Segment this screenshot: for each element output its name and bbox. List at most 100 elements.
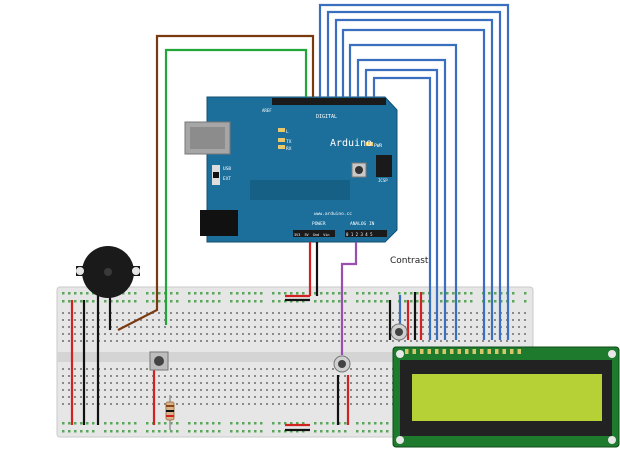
breadboard-hole (146, 382, 148, 384)
breadboard-hole (320, 326, 322, 328)
rail-hole (272, 300, 275, 303)
breadboard-hole (296, 368, 298, 370)
breadboard-hole (260, 326, 262, 328)
rail-hole (212, 292, 215, 295)
rail-hole (74, 422, 77, 425)
breadboard-hole (518, 333, 520, 335)
rail-hole (248, 430, 251, 433)
breadboard-hole (110, 375, 112, 377)
breadboard-hole (224, 319, 226, 321)
breadboard-hole (464, 333, 466, 335)
breadboard-hole (62, 396, 64, 398)
breadboard-hole (524, 333, 526, 335)
breadboard-hole (386, 382, 388, 384)
breadboard-hole (212, 333, 214, 335)
rail-hole (86, 430, 89, 433)
breadboard-hole (188, 389, 190, 391)
breadboard-hole (200, 396, 202, 398)
rail-hole (446, 300, 449, 303)
breadboard-hole (86, 403, 88, 405)
breadboard-hole (152, 326, 154, 328)
breadboard-hole (116, 333, 118, 335)
breadboard-hole (518, 319, 520, 321)
breadboard-hole (374, 368, 376, 370)
breadboard-hole (278, 382, 280, 384)
rail-hole (152, 292, 155, 295)
rail-hole (452, 292, 455, 295)
breadboard-hole (272, 319, 274, 321)
breadboard-hole (284, 382, 286, 384)
breadboard-hole (236, 333, 238, 335)
breadboard-hole (134, 396, 136, 398)
rail-hole (200, 422, 203, 425)
breadboard-hole (128, 319, 130, 321)
breadboard-hole (308, 326, 310, 328)
breadboard-hole (92, 403, 94, 405)
breadboard-hole (206, 319, 208, 321)
breadboard-hole (230, 319, 232, 321)
rail-hole (374, 422, 377, 425)
rail-hole (440, 292, 443, 295)
breadboard-hole (224, 312, 226, 314)
breadboard-hole (296, 340, 298, 342)
aref-label: AREF (262, 108, 272, 113)
rail-hole (212, 422, 215, 425)
breadboard-hole (116, 312, 118, 314)
breadboard-hole (368, 396, 370, 398)
breadboard-hole (368, 340, 370, 342)
breadboard-hole (380, 389, 382, 391)
rail-hole (374, 292, 377, 295)
breadboard-hole (350, 340, 352, 342)
rail-hole (284, 292, 287, 295)
rail-hole (218, 300, 221, 303)
breadboard-hole (260, 368, 262, 370)
breadboard-hole (128, 340, 130, 342)
breadboard-hole (68, 368, 70, 370)
breadboard-hole (200, 375, 202, 377)
tx-label: TX (286, 139, 292, 145)
breadboard-hole (272, 396, 274, 398)
breadboard-hole (68, 382, 70, 384)
rail-hole (368, 300, 371, 303)
power-wires (70, 242, 423, 432)
breadboard-hole (230, 389, 232, 391)
breadboard-hole (194, 333, 196, 335)
l-led-label: L (286, 129, 289, 135)
breadboard-hole (290, 382, 292, 384)
breadboard-hole (296, 326, 298, 328)
breadboard-hole (446, 319, 448, 321)
breadboard-hole (116, 382, 118, 384)
breadboard-hole (146, 375, 148, 377)
rail-hole (314, 422, 317, 425)
breadboard-hole (74, 368, 76, 370)
breadboard-hole (122, 382, 124, 384)
rail-hole (356, 422, 359, 425)
breadboard-hole (86, 389, 88, 391)
lcd-pin (450, 349, 454, 354)
breadboard-hole (350, 368, 352, 370)
lcd-pin (405, 349, 409, 354)
breadboard-hole (458, 340, 460, 342)
breadboard-hole (62, 333, 64, 335)
lcd-pin (480, 349, 484, 354)
rail-hole (260, 292, 263, 295)
breadboard-hole (188, 333, 190, 335)
breadboard-hole (380, 396, 382, 398)
breadboard-hole (446, 326, 448, 328)
breadboard-hole (200, 333, 202, 335)
breadboard-hole (290, 389, 292, 391)
breadboard-hole (230, 382, 232, 384)
power-label: POWER (312, 221, 326, 227)
rail-hole (86, 292, 89, 295)
breadboard-hole (380, 319, 382, 321)
breadboard-hole (224, 403, 226, 405)
rail-hole (464, 292, 467, 295)
breadboard-hole (452, 319, 454, 321)
breadboard-hole (218, 340, 220, 342)
breadboard-hole (284, 368, 286, 370)
breadboard-hole (452, 333, 454, 335)
rail-hole (104, 422, 107, 425)
breadboard-hole (242, 396, 244, 398)
breadboard-hole (200, 368, 202, 370)
resistor (165, 395, 175, 430)
